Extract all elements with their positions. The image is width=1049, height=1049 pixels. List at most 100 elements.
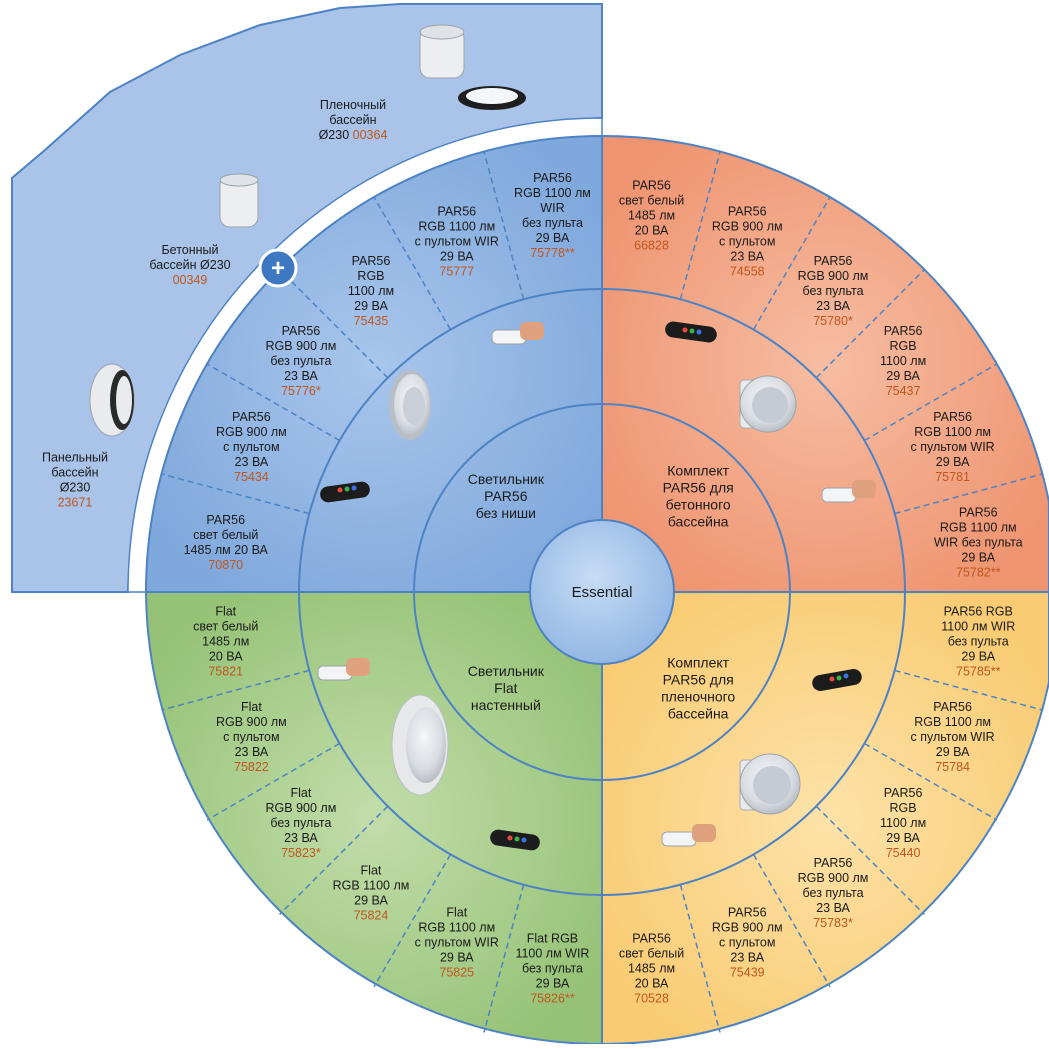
segment-line: 23 ВА <box>730 249 764 263</box>
niche-code-line: 23671 <box>58 496 93 510</box>
segment-line: без пульта <box>522 961 583 975</box>
segment-line: PAR56 <box>533 171 572 185</box>
segment-line: Flat <box>215 605 236 619</box>
segment-line: Flat RGB <box>527 931 578 945</box>
segment-dividers <box>161 151 1043 1033</box>
segment-line: RGB 1100 лм <box>333 879 410 893</box>
product-code: 75821 <box>208 665 243 679</box>
segment-line: 1100 лм <box>348 284 394 298</box>
segment-line: свет белый <box>193 528 258 542</box>
segment-line: PAR56 RGB <box>944 605 1013 619</box>
product-code: 75826** <box>530 991 575 1005</box>
segment-line: без пульта <box>803 886 864 900</box>
segment-divider <box>373 196 452 330</box>
quadrant-title-line: PAR56 <box>484 488 528 504</box>
segment-line: PAR56 <box>632 179 671 193</box>
segment-line: 29 ВА <box>536 231 570 245</box>
segment-line: 23 ВА <box>284 831 318 845</box>
segment-line: без пульта <box>803 284 864 298</box>
lamp-green-illustration <box>391 694 449 796</box>
segment-line: с пультом WIR <box>415 936 499 950</box>
hub-circle <box>529 519 675 665</box>
lamp-yellow-illustration <box>739 753 801 815</box>
segment-divider <box>815 805 925 915</box>
quadrant-title-line: бетонного <box>666 496 731 512</box>
quadrant-title-line: Светильник <box>468 663 545 679</box>
niche-line: Пленочный <box>320 98 386 112</box>
segment-divider <box>483 884 525 1033</box>
segment-line: PAR56 <box>282 324 321 338</box>
segment-line: 23 ВА <box>816 299 850 313</box>
quadrant-title-line: PAR56 для <box>663 479 734 495</box>
segment-line: 29 ВА <box>886 369 920 383</box>
niche-line: Ø230 <box>60 481 91 495</box>
product-code: 70870 <box>208 558 243 572</box>
segment-divider <box>279 269 389 379</box>
segment-line: PAR56 <box>206 513 245 527</box>
quadrant-title-line: Flat <box>494 680 517 696</box>
segment-divider <box>679 151 721 300</box>
niche-panel-illustration <box>89 363 135 437</box>
segment-divider <box>161 669 310 711</box>
quadrant-title-line: бассейна <box>668 513 729 529</box>
segment-divider <box>206 363 340 442</box>
product-code: 75778** <box>530 246 575 260</box>
segment-line: RGB 1100 лм <box>914 425 991 439</box>
product-code: 75437 <box>886 384 921 398</box>
segment-line: 23 ВА <box>730 951 764 965</box>
niche-line: бассейн Ø230 <box>149 258 230 272</box>
hub-label: Essential <box>572 584 633 601</box>
segment-line: PAR56 <box>232 410 271 424</box>
segment-line: 1100 лм WIR <box>941 620 1015 634</box>
niche-concrete-illustration <box>219 173 259 228</box>
product-code: 75825 <box>439 966 474 980</box>
product-code: 74558 <box>730 264 765 278</box>
segment-line: с пультом <box>223 730 279 744</box>
product-code: 75435 <box>354 314 389 328</box>
niche-line: Бетонный <box>161 243 218 257</box>
segment-line: 1485 лм <box>202 635 249 649</box>
niche-code: 23671 <box>58 496 93 510</box>
segment-line: 29 ВА <box>440 951 474 965</box>
quadrant-yellow <box>601 591 1049 1046</box>
product-code: 75785** <box>956 665 1001 679</box>
segment-line: Flat <box>241 700 262 714</box>
segment-divider <box>815 269 925 379</box>
segment-line: 20 ВА <box>209 650 243 664</box>
niche-labels: ПанельныйбассейнØ23023671Бетонныйбассейн… <box>42 98 387 510</box>
segment-line: RGB 900 лм <box>798 269 869 283</box>
segment-line: PAR56 <box>352 254 391 268</box>
segment-divider <box>206 742 340 821</box>
quadrant-title-line: Светильник <box>468 471 545 487</box>
segment-line: RGB 900 лм <box>266 801 337 815</box>
segment-line: WIR <box>540 201 564 215</box>
product-code: 75780* <box>813 314 853 328</box>
segment-divider <box>279 805 389 915</box>
quadrant-salmon <box>601 134 1049 593</box>
quadrant-title-line: PAR56 для <box>663 672 734 688</box>
segment-line: с пультом WIR <box>911 730 995 744</box>
segment-line: свет белый <box>619 946 684 960</box>
segment-line: с пультом <box>719 234 775 248</box>
product-code: 75822 <box>234 760 269 774</box>
quadrant-title-line: настенный <box>471 697 541 713</box>
segment-line: 29 ВА <box>886 831 920 845</box>
segment-line: PAR56 <box>728 204 767 218</box>
segment-line: без пульта <box>948 635 1009 649</box>
segment-line: 20 ВА <box>635 224 669 238</box>
segment-divider <box>483 151 525 300</box>
